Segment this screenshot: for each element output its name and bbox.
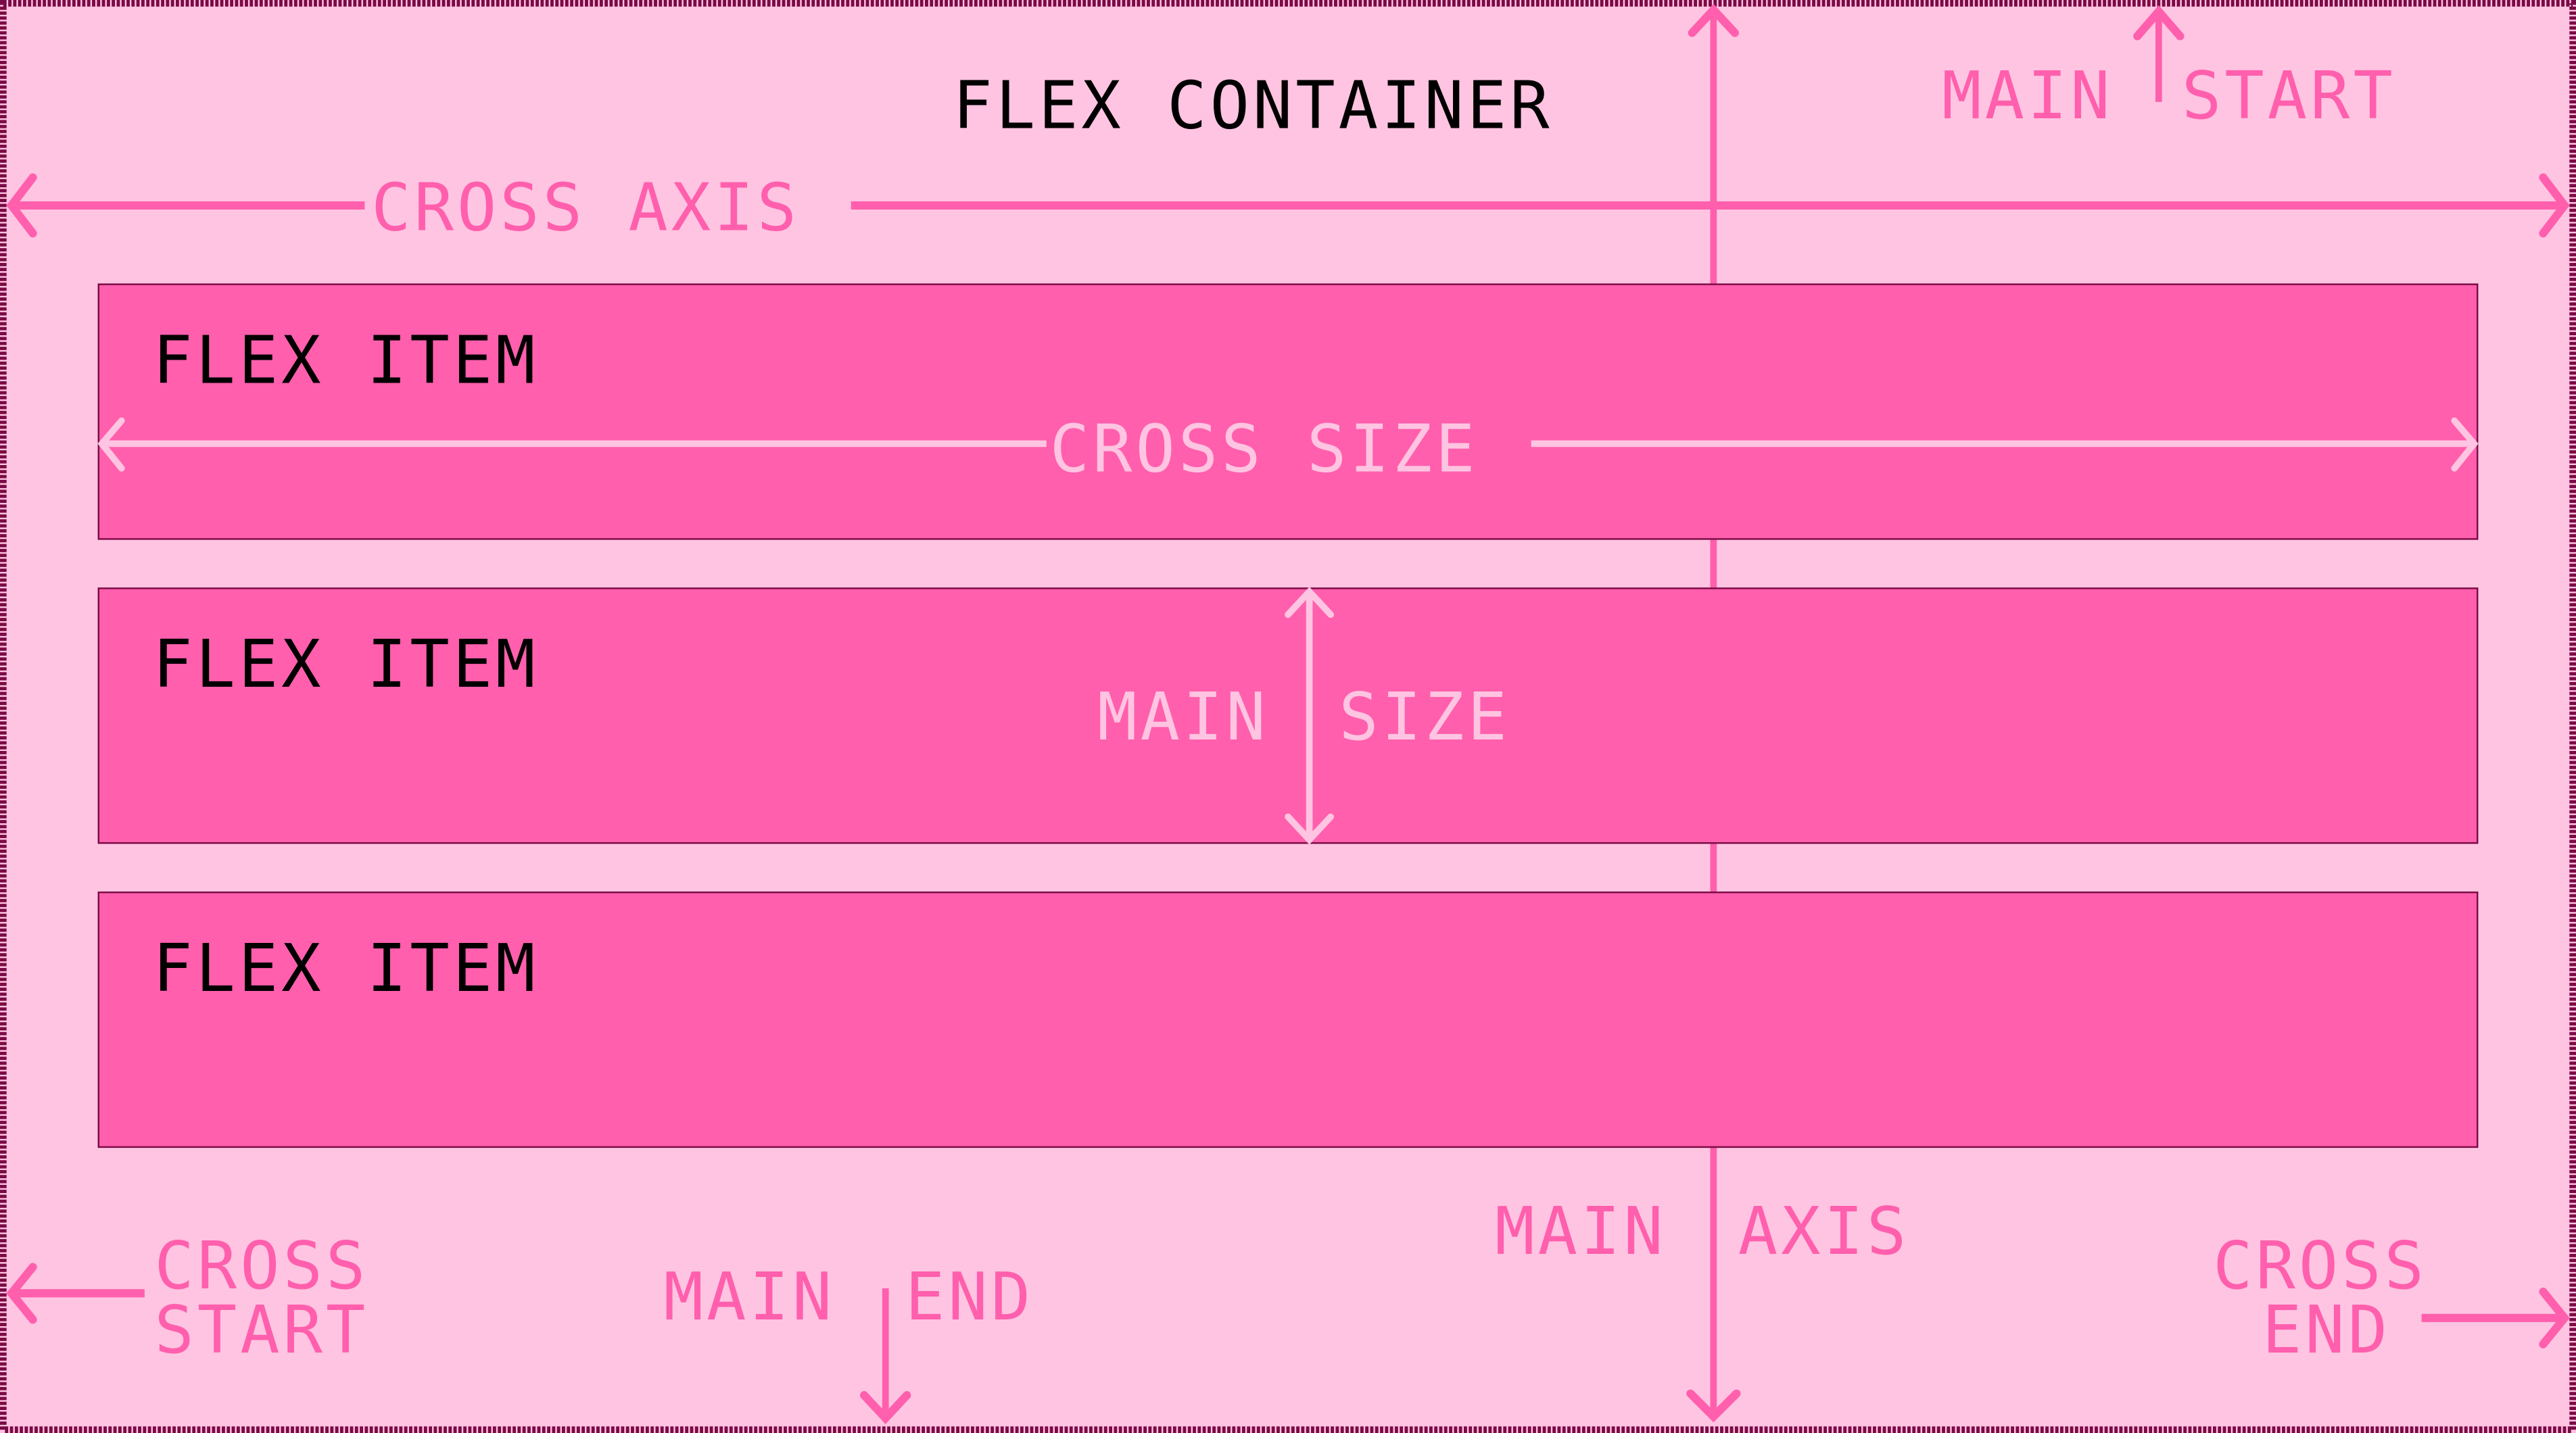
cross-size-label: CROSS SIZE xyxy=(1050,411,1479,487)
main-size-label-left: MAIN xyxy=(1097,679,1269,755)
flex-item-2 xyxy=(97,587,2479,844)
container-title: FLEX CONTAINER xyxy=(953,68,1552,144)
main-size-arrow-down-icon xyxy=(1285,813,1335,845)
main-end-label-left: MAIN xyxy=(664,1259,836,1335)
cross-size-arrow-left-icon xyxy=(97,417,125,472)
main-end-label-right: END xyxy=(905,1259,1034,1335)
main-start-label-right: START xyxy=(2182,57,2396,134)
flex-item-2-label: FLEX ITEM xyxy=(153,626,538,702)
main-start-arrow-icon xyxy=(2133,5,2185,41)
main-axis-label-left: MAIN xyxy=(1495,1193,1667,1269)
cross-start-label-line2: START xyxy=(154,1292,368,1368)
cross-end-label-line2: END xyxy=(2262,1292,2391,1368)
cross-end-arrow-icon xyxy=(2539,1287,2570,1349)
cross-start-label-line1: CROSS xyxy=(154,1228,368,1304)
cross-axis-arrow-left-icon xyxy=(6,173,37,238)
cross-axis-arrow-right-icon xyxy=(2539,173,2570,238)
cross-start-arrow-icon xyxy=(6,1263,37,1324)
main-axis-arrow-up-icon xyxy=(1688,3,1739,37)
cross-axis-label: CROSS AXIS xyxy=(371,169,800,245)
main-axis-label-right: AXIS xyxy=(1738,1193,1910,1269)
flex-item-1-label: FLEX ITEM xyxy=(153,322,538,398)
main-start-label-left: MAIN xyxy=(1942,57,2114,134)
main-size-arrow-up-icon xyxy=(1285,587,1335,618)
flex-item-1 xyxy=(97,283,2479,540)
flex-item-3-label: FLEX ITEM xyxy=(153,930,538,1006)
cross-size-arrow-right-icon xyxy=(2451,417,2479,472)
cross-end-label-line1: CROSS xyxy=(2213,1228,2427,1304)
main-size-label-right: SIZE xyxy=(1339,679,1510,755)
flex-item-3 xyxy=(97,891,2479,1148)
main-axis-arrow-down-icon xyxy=(1686,1389,1741,1423)
main-end-arrow-icon xyxy=(860,1391,911,1425)
